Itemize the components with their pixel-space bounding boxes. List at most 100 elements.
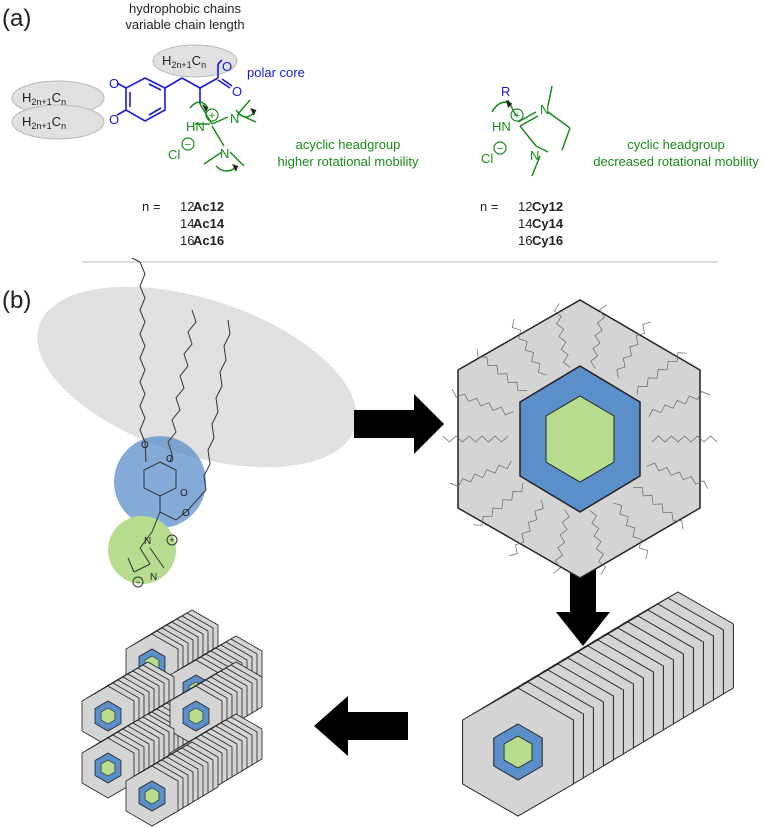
alkyl-chains (131, 257, 231, 491)
atom-n-cyclic-lower: N (530, 148, 539, 163)
cyclic-description-line2: decreased rotational mobility (593, 154, 759, 169)
n-equals-label-ac: n = (142, 199, 160, 214)
atom-n-acyclic-bottom: N (220, 146, 229, 161)
atom-n-cyclic-upper: N (540, 102, 549, 117)
ac-n-14: 14 (180, 216, 194, 231)
chain-label-top: H2n+1Cn (162, 53, 206, 70)
svg-text:H2n+1Cn: H2n+1Cn (162, 53, 206, 70)
lattice-green-core (188, 707, 204, 725)
headgroup-circle (108, 516, 176, 584)
plus-sign-b: + (169, 535, 174, 545)
cy-n-12: 12 (518, 199, 532, 214)
hydrophobic-region-ellipse (37, 286, 357, 468)
svg-text:H2n+1Cn: H2n+1Cn (22, 114, 66, 131)
minus-charge-b (132, 576, 144, 588)
chain-ellipse-top (152, 44, 238, 78)
atom-o-lower: O (109, 112, 119, 127)
chain-label-bottom: H2n+1Cn (22, 114, 66, 131)
column-cross-section (442, 299, 718, 579)
minus-sign-cyclic: − (497, 143, 503, 155)
green-inner-hexagon (545, 395, 615, 483)
radial-chain (442, 435, 509, 443)
atom-o-b-ester: O (180, 488, 188, 499)
atom-hn-acyclic: HN (186, 119, 205, 134)
cy-name-16: Cy16 (532, 233, 563, 248)
acyclic-description-line1: acyclic headgroup (296, 137, 401, 152)
lattice-green-core (144, 787, 160, 805)
atom-o-b-carbonyl: O (182, 508, 190, 519)
radial-chain (648, 391, 710, 418)
caption-hydrophobic-chains: hydrophobic chains (129, 1, 242, 16)
plus-charge-b (166, 534, 178, 546)
ac-name-14: Ac14 (193, 216, 225, 231)
radial-chain (651, 435, 718, 443)
minus-sign-b: − (135, 577, 140, 587)
chain-label-mid: H2n+1Cn (22, 90, 66, 107)
cy-series-list: n = 12 Cy12 14 Cy14 16 Cy16 (480, 199, 564, 248)
radial-chain (450, 460, 512, 487)
atom-o-ester: O (222, 59, 232, 74)
radial-chain (553, 303, 571, 368)
polar-core-label: polar core (247, 65, 305, 80)
cy-n-16: 16 (518, 233, 532, 248)
atom-cl-acyclic: Cl (168, 147, 180, 162)
radial-chain (646, 462, 709, 489)
stacked-green-core (503, 735, 533, 769)
rotation-arrowhead-cyclic (506, 100, 512, 108)
cy-name-12: Cy12 (532, 199, 563, 214)
plus-sign-acyclic: + (209, 110, 215, 122)
radial-chain (508, 499, 544, 557)
atom-n-acyclic-right: N (230, 111, 239, 126)
hexagonal-columnar-lattice (81, 609, 263, 827)
atom-cl-cyclic: Cl (481, 151, 493, 166)
arrow-right (354, 394, 444, 454)
plus-sign-cyclic: + (514, 110, 520, 122)
radial-chain (476, 348, 527, 392)
radial-chain (633, 486, 684, 530)
ac-name-16: Ac16 (193, 233, 224, 248)
radial-chain (590, 304, 607, 369)
minus-sign-acyclic: − (185, 139, 191, 151)
radial-chain (451, 389, 514, 416)
acyclic-molecule-core (116, 59, 233, 122)
n-equals-label-cy: n = (480, 199, 498, 214)
cy-name-14: Cy14 (532, 216, 564, 231)
cyclic-headgroup (491, 85, 571, 177)
acyclic-description-line2: higher rotational mobility (278, 154, 419, 169)
panel-b-label: (b) (2, 287, 31, 314)
radial-chain (613, 502, 649, 560)
radial-chain (511, 318, 547, 376)
radial-chain (473, 482, 524, 526)
radial-chain (616, 321, 652, 379)
stacked-column (462, 591, 734, 817)
lattice-green-core (100, 759, 116, 777)
atom-o-b-mid: O (166, 454, 174, 465)
panel-a-label: (a) (2, 5, 31, 32)
plus-charge-acyclic (205, 108, 219, 122)
minus-charge-acyclic (181, 137, 195, 151)
arrow-left (314, 696, 408, 756)
plus-charge-cyclic (510, 108, 524, 122)
radial-chains (442, 303, 718, 575)
caption-variable-chain-length: variable chain length (125, 17, 244, 32)
ac-n-12: 12 (180, 199, 194, 214)
ac-name-12: Ac12 (193, 199, 224, 214)
minus-charge-cyclic (493, 141, 507, 155)
atom-n-b-upper: N (144, 536, 151, 547)
radial-chain (553, 509, 570, 574)
atom-hn-cyclic: HN (492, 119, 511, 134)
arrow-down (556, 568, 610, 646)
molecule-b-skeleton (127, 441, 207, 573)
radial-chain (589, 510, 607, 575)
chain-ellipse-bottom (11, 104, 105, 140)
atom-r: R (501, 84, 510, 99)
atom-o-carbonyl: O (232, 84, 242, 99)
cy-n-14: 14 (518, 216, 532, 231)
atom-n-b-lower: N (150, 572, 157, 583)
radial-chain (636, 352, 687, 396)
ac-n-16: 16 (180, 233, 194, 248)
atom-o-upper: O (109, 76, 119, 91)
rotation-arrowheads (202, 104, 256, 172)
atom-o-b-upper: O (141, 440, 149, 451)
